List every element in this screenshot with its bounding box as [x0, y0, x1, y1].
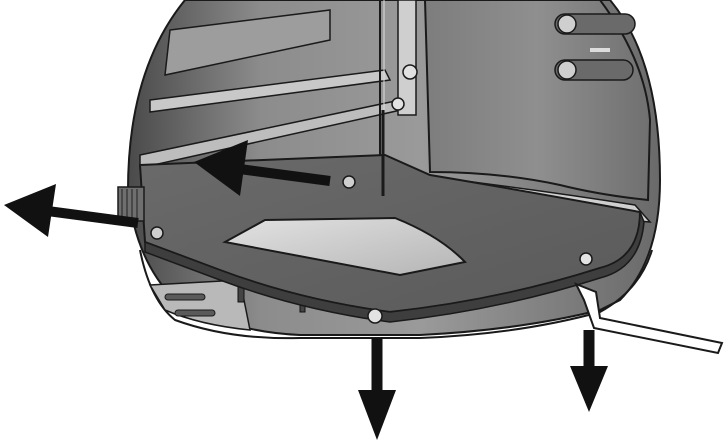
arrow-drop-center — [358, 338, 396, 440]
screw-icon — [150, 226, 164, 240]
upper-shelf — [139, 0, 418, 195]
arrow-pull-out-left — [4, 184, 139, 237]
base-plate — [138, 110, 645, 324]
screw-icon — [367, 308, 383, 324]
hex-key-icon — [573, 282, 724, 355]
arrow-drop-right — [570, 330, 608, 412]
arrow-slide-back — [194, 140, 331, 196]
screw-icon — [342, 175, 356, 189]
door-panel — [423, 0, 652, 202]
screw-icon — [579, 252, 593, 266]
